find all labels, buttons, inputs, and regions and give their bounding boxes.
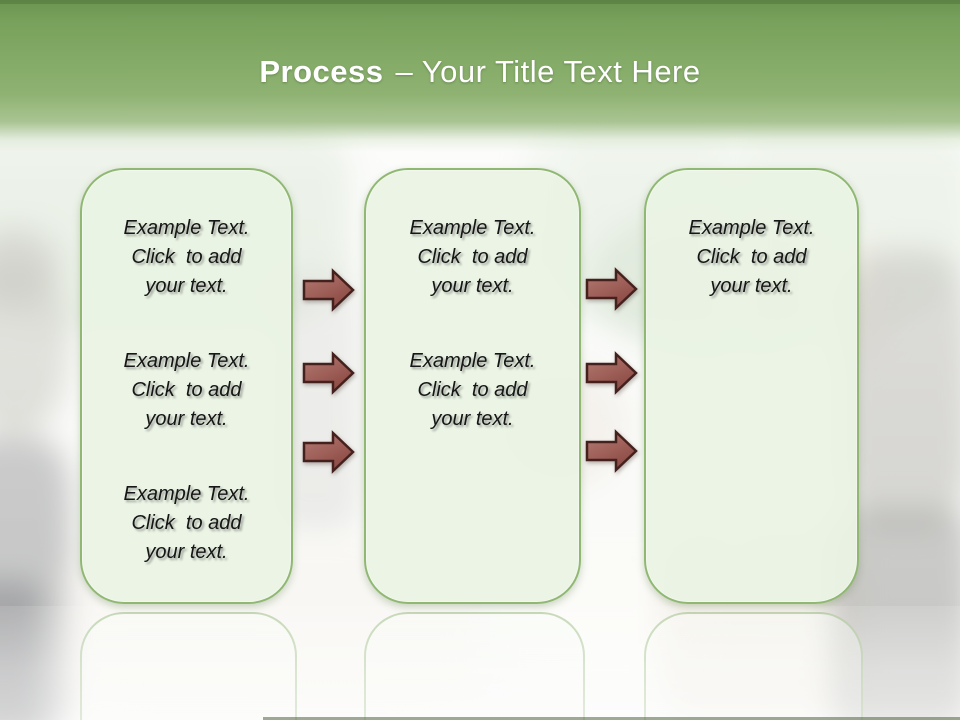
text-placeholder[interactable]: Example Text. Click to add your text. [409, 217, 536, 297]
page-title-keyword: Process [259, 54, 384, 89]
text-placeholder[interactable]: Example Text. Click to add your text. [688, 217, 815, 297]
arrow-right-icon[interactable] [584, 350, 640, 396]
text-placeholder[interactable]: Example Text. Click to add your text. [409, 350, 536, 430]
bottom-edge-line [263, 717, 960, 720]
arrow-right-icon[interactable] [584, 428, 640, 474]
text-placeholder[interactable]: Example Text. Click to add your text. [123, 217, 250, 297]
page-title-subtitle: – Your Title Text Here [395, 54, 701, 89]
arrow-right-icon[interactable] [584, 266, 640, 312]
text-placeholder[interactable]: Example Text. Click to add your text. [123, 483, 250, 563]
arrow-right-icon[interactable] [301, 267, 357, 313]
header-band: Process – Your Title Text Here [0, 0, 960, 152]
arrow-right-icon[interactable] [301, 429, 357, 475]
process-box-2[interactable]: Example Text. Click to add your text. Ex… [364, 168, 581, 604]
process-box-1[interactable]: Example Text. Click to add your text. Ex… [80, 168, 293, 604]
text-placeholder[interactable]: Example Text. Click to add your text. [123, 350, 250, 430]
page-title[interactable]: Process – Your Title Text Here [0, 54, 960, 90]
process-box-3[interactable]: Example Text. Click to add your text. [644, 168, 859, 604]
arrow-right-icon[interactable] [301, 350, 357, 396]
